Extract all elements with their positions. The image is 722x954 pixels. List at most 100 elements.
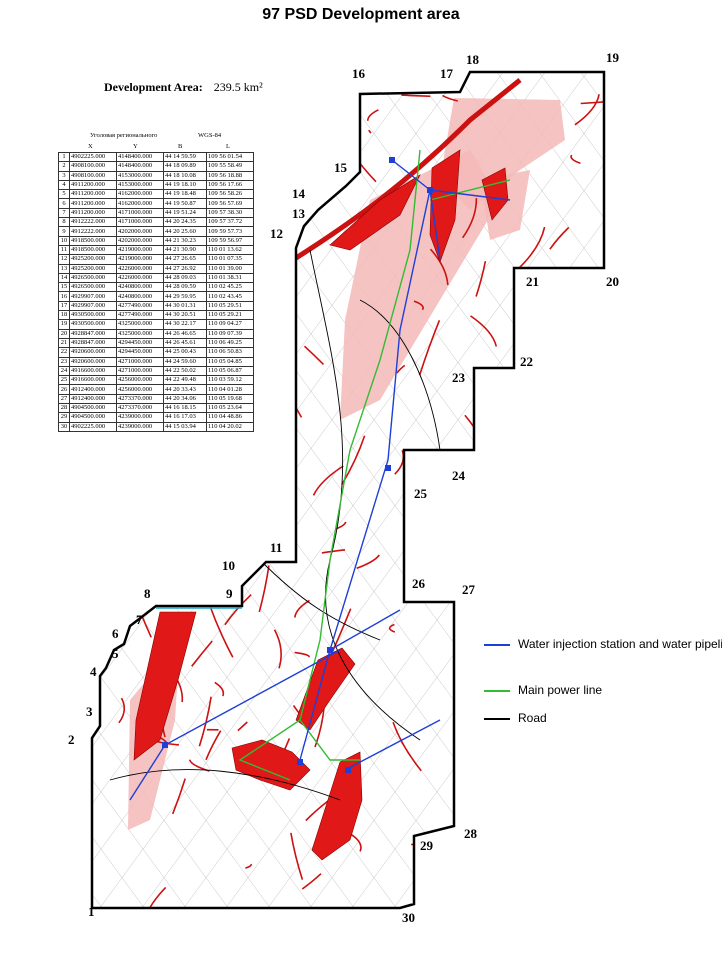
fault-line [574,306,603,349]
fault-line [530,552,556,557]
fault-line [205,730,222,761]
boundary-point-27: 27 [462,582,475,597]
boundary-point-1: 1 [88,904,95,919]
boundary-point-19: 19 [606,50,619,65]
boundary-point-6: 6 [112,626,119,641]
legend-swatch-power [484,690,510,692]
table-cell: 110 04 20.02 [205,421,255,432]
development-area-label: Development Area: [104,80,203,94]
fault-line [332,132,348,154]
injection-station-marker [427,187,433,193]
boundary-point-24: 24 [452,468,465,483]
boundary-point-12: 12 [270,226,283,241]
boundary-point-2: 2 [68,732,75,747]
injection-station-marker [389,157,395,163]
fault-line [312,465,344,496]
fault-line [191,640,213,667]
table-group-header-local: Уголовая регионального [90,132,158,139]
development-area-boundary [90,70,606,910]
fault-line [294,599,310,618]
fault-line [535,371,552,377]
fault-line [237,721,248,732]
grid-line [149,72,604,908]
fault-line [172,199,193,234]
injection-station-marker [385,465,391,471]
fault-line [92,384,100,403]
fault-line [549,226,570,250]
grid-line [92,72,221,908]
boundary-point-23: 23 [452,370,465,385]
power-lines [238,149,511,781]
oil-field [295,647,356,731]
fault-line [233,89,239,127]
fault-line [475,261,487,297]
grid-line [107,72,604,908]
fault-line [192,479,220,487]
fault-line [605,464,627,491]
table-cell: 4239000.000 [116,421,165,432]
fault-line [142,359,167,370]
legend-label-water: Water injection station and water pipeli… [518,637,722,651]
grid-line [92,72,515,908]
fault-line [549,430,555,467]
fault-line [247,288,253,316]
grid-line [654,0,722,954]
fault-line [159,187,182,231]
boundary-point-22: 22 [520,354,533,369]
fault-line [520,458,527,465]
water-pipelines [129,157,511,801]
fault-line [224,594,252,626]
table-col-x: X [88,143,93,150]
fault-line [346,113,353,150]
fault-line [470,315,498,347]
fault-line [457,723,474,759]
fault-line [279,294,294,346]
fault-line [582,356,588,378]
boundary-point-11: 11 [270,540,283,555]
fault-line [401,94,431,98]
grid-line [92,72,305,908]
fault-line [583,600,600,605]
injection-station-marker [162,742,168,748]
grid-line [443,72,604,908]
major-fault [294,78,522,261]
fault-line [143,451,160,463]
fault-line [220,217,243,226]
grid-line [0,0,52,954]
grid-line [92,72,389,908]
oil-field-areas [133,149,509,861]
grid-line [0,0,52,954]
grid-line [92,72,347,908]
grid-line [696,0,722,954]
water-pipeline [329,609,401,651]
boundary-point-10: 10 [222,558,235,573]
grid-line [92,72,604,908]
boundary-point-7: 7 [136,612,143,627]
fault-line [556,544,561,585]
grid-line [317,72,604,908]
legend-label-power: Main power line [518,683,603,697]
boundary-point-5: 5 [112,646,119,661]
table-group-header-wgs84: WGS-84 [198,132,222,139]
boundary-point-25: 25 [414,486,427,501]
fault-line [388,623,396,633]
fault-line [127,205,137,257]
fault-line [174,82,184,92]
fault-line [486,669,502,698]
boundary-point-3: 3 [86,704,93,719]
fault-line [442,94,458,102]
boundary-point-9: 9 [226,586,233,601]
fault-line [258,565,270,613]
boundary-point-17: 17 [440,66,453,81]
fault-line [131,339,140,374]
fault-line [156,210,177,218]
fault-line [583,338,604,372]
fault-line [130,129,138,164]
fault-line [301,873,322,890]
